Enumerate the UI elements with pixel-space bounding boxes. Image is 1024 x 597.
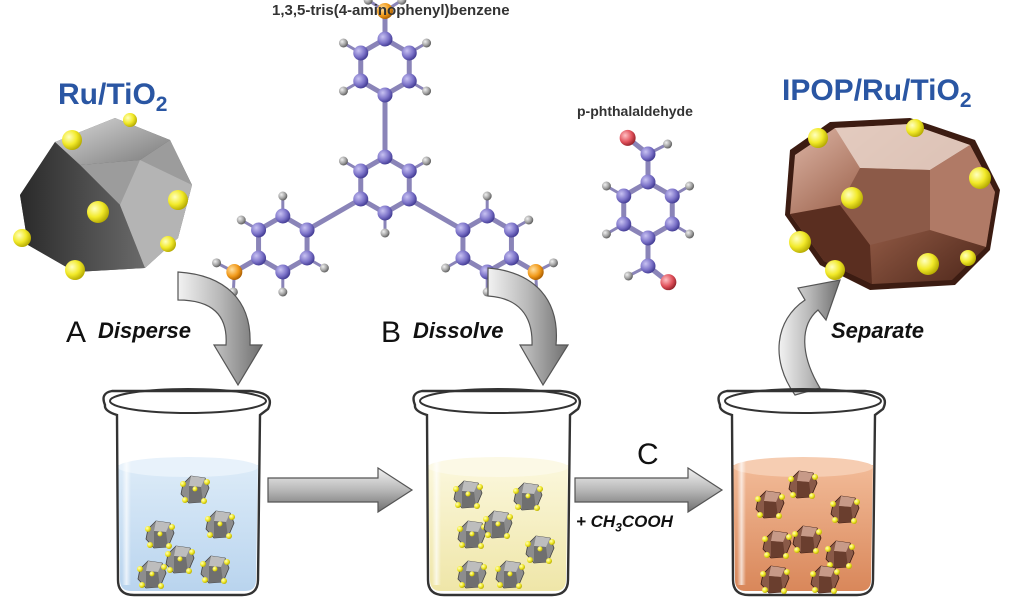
carbon-atom: [275, 264, 291, 280]
hydrogen-atom: [422, 86, 432, 96]
step-c-letter: C: [637, 438, 659, 471]
reagent-suffix: COOH: [621, 512, 673, 531]
hydrogen-atom: [397, 0, 407, 5]
tapb-molecule: [212, 0, 558, 297]
aldehyde-name: p-phthalaldehyde: [577, 103, 693, 119]
carbon-atom: [377, 149, 393, 165]
carbon-atom: [640, 230, 656, 246]
carbon-atom: [455, 250, 471, 266]
carbon-atom: [503, 222, 519, 238]
carbon-atom: [616, 216, 632, 232]
carbon-atom: [299, 250, 315, 266]
carbon-atom: [377, 87, 393, 103]
phthalaldehyde-molecule: [601, 129, 695, 291]
hydrogen-atom: [548, 258, 558, 268]
ru-tio2-particle: [13, 113, 192, 280]
carbon-atom: [377, 31, 393, 47]
ru-tio2-label: Ru/TiO2: [58, 78, 167, 117]
hydrogen-atom: [278, 191, 288, 201]
ru-tio2-text: Ru/TiO: [58, 78, 156, 111]
step-b-letter: B: [381, 316, 402, 349]
carbon-atom: [353, 45, 369, 61]
beaker-2: [412, 388, 582, 597]
ipop-ru-tio2-subscript: 2: [959, 89, 972, 112]
reagent-subscript: 3: [615, 520, 622, 535]
carbon-atom: [616, 188, 632, 204]
carbon-atom: [479, 208, 495, 224]
hydrogen-atom: [338, 86, 348, 96]
reagent-prefix: + CH: [576, 512, 616, 531]
arrow-disperse: [177, 271, 264, 387]
hydrogen-atom: [601, 229, 611, 239]
carbon-atom: [401, 45, 417, 61]
carbon-atom: [251, 250, 267, 266]
carbon-atom: [640, 146, 656, 162]
carbon-atom: [503, 250, 519, 266]
carbon-atom: [455, 222, 471, 238]
beaker-1: [102, 388, 272, 597]
hydrogen-atom: [319, 263, 329, 273]
carbon-atom: [401, 163, 417, 179]
hydrogen-atom: [623, 271, 633, 281]
hydrogen-atom: [338, 156, 348, 166]
bond: [304, 196, 364, 233]
amine-name: 1,3,5-tris(4-aminophenyl)benzene: [272, 2, 510, 19]
ru-tio2-subscript: 2: [155, 93, 168, 116]
carbon-atom: [377, 205, 393, 221]
carbon-atom: [640, 174, 656, 190]
step-separate-word: Separate: [831, 318, 924, 343]
ipop-ru-tio2-particle: [785, 118, 1000, 290]
carbon-atom: [401, 191, 417, 207]
hydrogen-atom: [663, 139, 673, 149]
hydrogen-atom: [278, 287, 288, 297]
step-a-word: Disperse: [98, 318, 191, 343]
hydrogen-atom: [422, 156, 432, 166]
carbon-atom: [640, 258, 656, 274]
hydrogen-atom: [524, 215, 534, 225]
hydrogen-atom: [482, 191, 492, 201]
hydrogen-atom: [422, 38, 432, 48]
carbon-atom: [275, 208, 291, 224]
nitrogen-atom: [226, 264, 243, 280]
nitrogen-atom: [527, 264, 544, 280]
step-a-letter: A: [66, 316, 87, 349]
oxygen-atom: [660, 274, 677, 291]
beaker-3: [717, 388, 887, 597]
hydrogen-atom: [441, 263, 451, 273]
hydrogen-atom: [212, 258, 222, 268]
nitrogen-atom: [377, 3, 393, 19]
carbon-atom: [401, 73, 417, 89]
hydrogen-atom: [338, 38, 348, 48]
carbon-atom: [251, 222, 267, 238]
hydrogen-atom: [685, 181, 695, 191]
carbon-atom: [353, 73, 369, 89]
oxygen-atom: [619, 129, 636, 146]
arrow-transfer-1: [267, 466, 414, 514]
ipop-ru-tio2-text: IPOP/Ru/TiO: [782, 74, 960, 107]
hydrogen-atom: [363, 0, 373, 5]
hydrogen-atom: [236, 215, 246, 225]
hydrogen-atom: [380, 228, 390, 238]
bond: [406, 196, 466, 233]
ipop-ru-tio2-label: IPOP/Ru/TiO2: [782, 74, 972, 113]
arrow-separate: [778, 279, 841, 396]
hydrogen-atom: [685, 229, 695, 239]
carbon-atom: [664, 188, 680, 204]
arrow-dissolve: [487, 267, 570, 387]
carbon-atom: [299, 222, 315, 238]
carbon-atom: [353, 191, 369, 207]
step-b-word: Dissolve: [413, 318, 504, 343]
carbon-atom: [353, 163, 369, 179]
hydrogen-atom: [601, 181, 611, 191]
acetic-acid-label: + CH3COOH: [576, 512, 673, 534]
arrow-transfer-2: [574, 466, 724, 514]
carbon-atom: [664, 216, 680, 232]
